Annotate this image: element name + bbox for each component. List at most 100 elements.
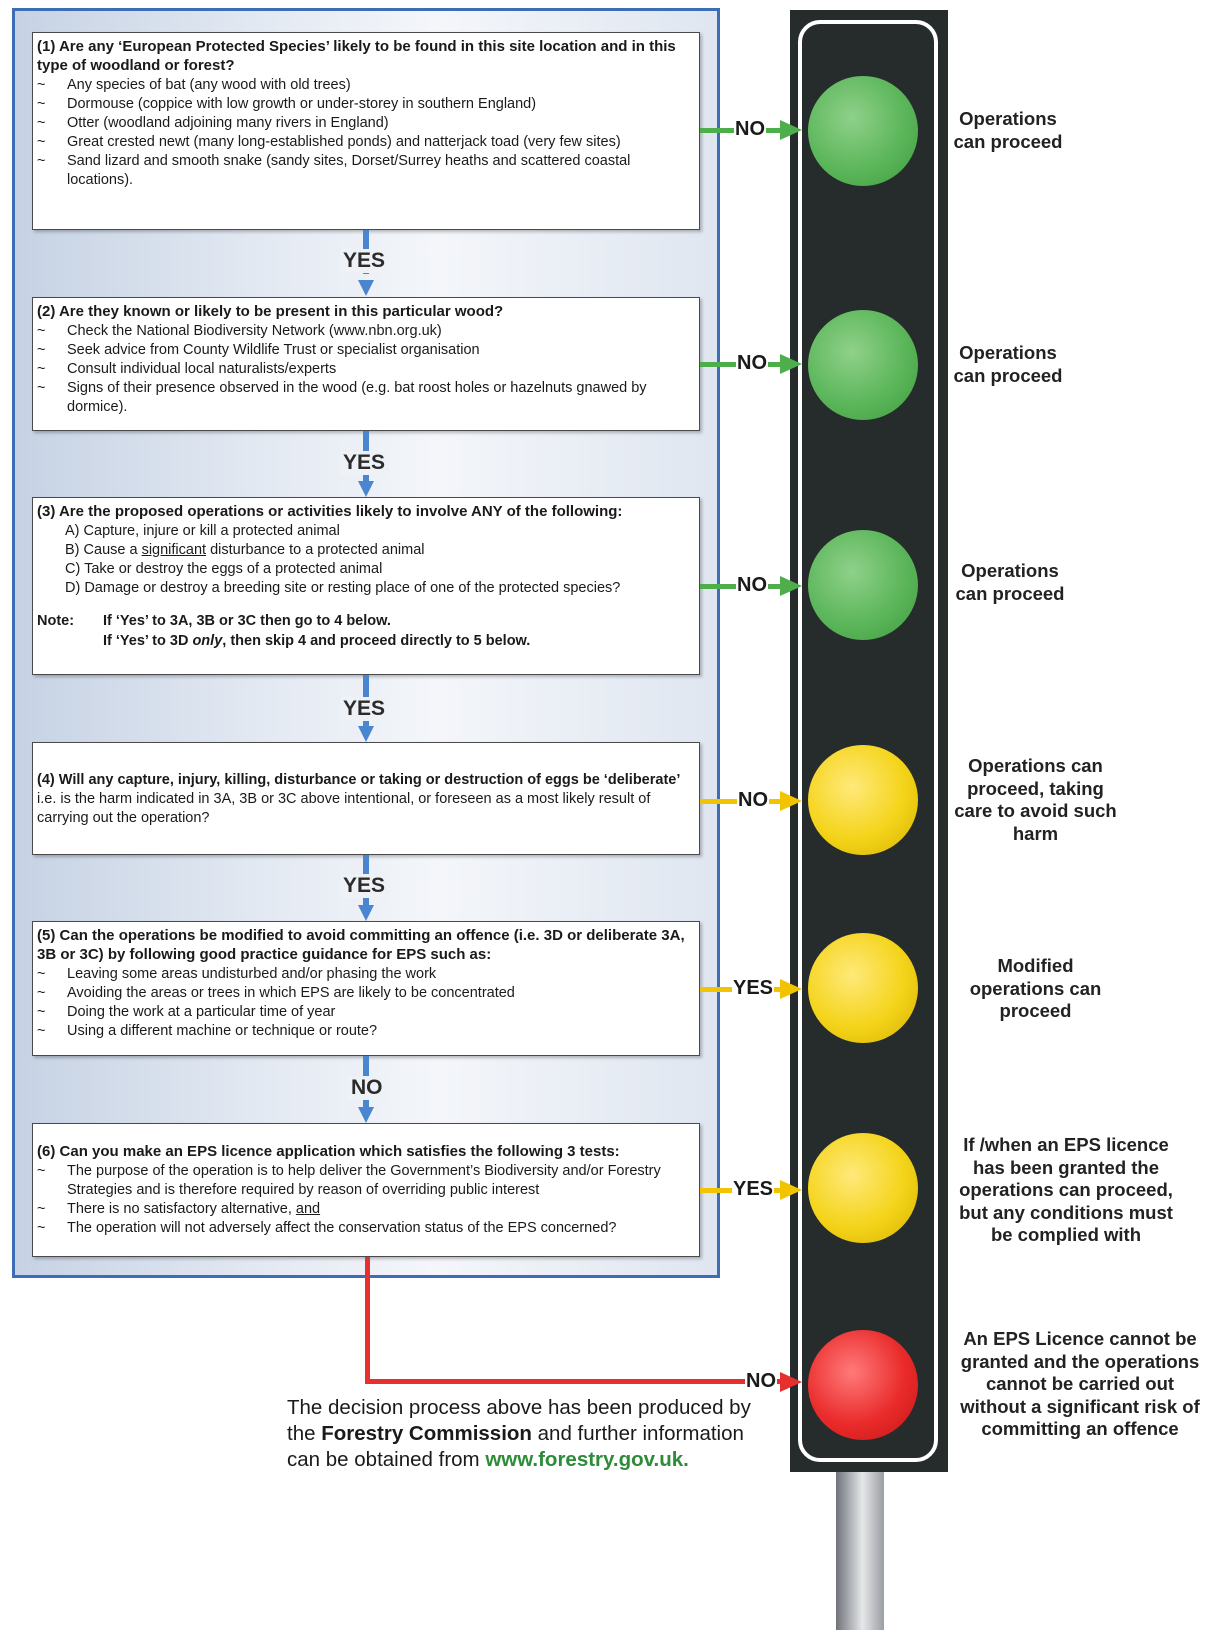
list-item: A) Capture, injure or kill a protected a… bbox=[65, 523, 340, 539]
question-5-title: (5) Can the operations be modified to av… bbox=[37, 926, 693, 964]
arrow-down-icon bbox=[358, 726, 374, 742]
question-3-note: Note: If ‘Yes’ to 3A, 3B or 3C then go t… bbox=[37, 612, 693, 652]
question-6-box: (6) Can you make an EPS licence applicat… bbox=[32, 1123, 700, 1257]
outcome-7: An EPS Licence cannot be granted and the… bbox=[960, 1328, 1200, 1439]
outcome-2: Operations can proceed bbox=[953, 342, 1063, 386]
note-text: , then skip 4 and proceed directly to 5 … bbox=[222, 633, 531, 649]
no-label: NO bbox=[736, 574, 768, 597]
item-text: disturbance to a protected animal bbox=[210, 542, 425, 558]
question-5-text: Can the operations be modified to avoid … bbox=[37, 927, 685, 963]
question-5-box: (5) Can the operations be modified to av… bbox=[32, 921, 700, 1056]
item-text: B) Cause a bbox=[65, 542, 138, 558]
connector-q6-red-across bbox=[365, 1379, 780, 1384]
list-item: ~Leaving some areas undisturbed and/or p… bbox=[37, 965, 693, 984]
amber-light-2 bbox=[808, 933, 918, 1043]
tilde-bullet: ~ bbox=[37, 77, 46, 93]
arrow-right-icon bbox=[780, 120, 802, 140]
arrow-down-icon bbox=[358, 1107, 374, 1123]
red-light bbox=[808, 1330, 918, 1440]
list-item: ~Using a different machine or technique … bbox=[37, 1022, 693, 1041]
tilde-bullet: ~ bbox=[37, 1220, 46, 1236]
question-1-number: (1) bbox=[37, 38, 56, 55]
question-1-text: Are any ‘European Protected Species’ lik… bbox=[37, 38, 676, 74]
list-item: ~ The purpose of the operation is to help… bbox=[37, 1162, 693, 1200]
yes-label: YES bbox=[732, 1178, 775, 1201]
outcome-5: Modified operations can proceed bbox=[969, 955, 1102, 1021]
list-item: ~Any species of bat (any wood with old t… bbox=[37, 76, 693, 95]
tilde-bullet: ~ bbox=[37, 115, 46, 131]
question-4-bold-text: Will any capture, injury, killing, distu… bbox=[58, 772, 681, 788]
arrow-right-icon bbox=[780, 354, 802, 374]
list-item: ~Consult individual local naturalists/ex… bbox=[37, 360, 693, 379]
item-text: Signs of their presence observed in the … bbox=[67, 380, 647, 415]
list-item: ~ Dormouse (coppice with low growth or un… bbox=[37, 95, 693, 114]
item-text: Sand lizard and smooth snake (sandy site… bbox=[67, 153, 631, 188]
yes-label: YES bbox=[732, 977, 775, 1000]
question-3-text: Are the proposed operations or activitie… bbox=[58, 503, 623, 520]
yes-label: YES bbox=[340, 697, 389, 721]
no-label: NO bbox=[737, 789, 769, 812]
tilde-bullet: ~ bbox=[37, 96, 46, 112]
item-text: Dormouse (coppice with low growth or und… bbox=[67, 96, 537, 112]
item-text: Avoiding the areas or trees in which EPS… bbox=[67, 985, 515, 1001]
no-label: NO bbox=[736, 352, 768, 375]
tilde-bullet: ~ bbox=[37, 134, 46, 150]
question-6-title: (6) Can you make an EPS licence applicat… bbox=[37, 1142, 693, 1161]
list-item: B) Cause a significant disturbance to a … bbox=[37, 541, 693, 560]
outcome-4: Operations can proceed, taking care to a… bbox=[954, 755, 1117, 844]
list-item: ~ Avoiding the areas or trees in which EP… bbox=[37, 984, 693, 1003]
item-emphasis: significant bbox=[141, 542, 207, 558]
yes-label: YES bbox=[340, 874, 389, 898]
question-2-box: (2) Are they known or likely to be prese… bbox=[32, 297, 700, 431]
footer-text: and further information can be bbox=[287, 1422, 744, 1471]
footer-org: Forestry Commission bbox=[321, 1422, 532, 1445]
list-item: ~Check the National Biodiversity Network… bbox=[37, 322, 693, 341]
footer-text: obtained from bbox=[354, 1448, 480, 1471]
arrow-down-icon bbox=[358, 280, 374, 296]
note-label: Note: bbox=[37, 613, 75, 629]
item-text: Using a different machine or technique o… bbox=[67, 1023, 378, 1039]
list-item: C) Take or destroy the eggs of a protect… bbox=[65, 561, 383, 577]
list-item: ~ Seek advice from County Wildlife Trust … bbox=[37, 341, 693, 360]
green-light-1 bbox=[808, 76, 918, 186]
question-4-text: (4) Will any capture, injury, killing, d… bbox=[37, 771, 693, 828]
arrow-down-icon bbox=[358, 905, 374, 921]
item-text: There is no satisfactory alternative, bbox=[67, 1201, 292, 1217]
tilde-bullet: ~ bbox=[37, 1004, 46, 1020]
arrow-right-icon bbox=[780, 576, 802, 596]
arrow-right-icon bbox=[780, 1372, 802, 1392]
item-emphasis: and bbox=[295, 1201, 321, 1217]
connector-q6-red-down bbox=[365, 1257, 370, 1382]
arrow-down-icon bbox=[358, 481, 374, 497]
green-light-3 bbox=[808, 530, 918, 640]
list-item: ~Otter (woodland adjoining many rivers i… bbox=[37, 114, 693, 133]
item-text: Consult individual local naturalists/exp… bbox=[67, 361, 337, 377]
item-text: The purpose of the operation is to help … bbox=[67, 1163, 661, 1198]
tilde-bullet: ~ bbox=[37, 1201, 46, 1217]
item-text: Seek advice from County Wildlife Trust o… bbox=[67, 342, 480, 358]
footer-note: The decision process above has been prod… bbox=[287, 1395, 757, 1473]
note-text: If ‘Yes’ to 3D bbox=[103, 633, 189, 649]
list-item: ~The operation will not adversely affect… bbox=[37, 1219, 693, 1238]
question-2-text: Are they known or likely to be present i… bbox=[58, 303, 504, 320]
tilde-bullet: ~ bbox=[37, 1163, 46, 1179]
tilde-bullet: ~ bbox=[37, 342, 46, 358]
traffic-light-frame bbox=[798, 20, 938, 1462]
arrow-right-icon bbox=[780, 1180, 802, 1200]
question-3-number: (3) bbox=[37, 503, 56, 520]
question-4-number: (4) bbox=[37, 772, 55, 788]
amber-light-3 bbox=[808, 1133, 918, 1243]
outcome-6: If /when an EPS licence has been granted… bbox=[959, 1134, 1173, 1245]
yes-label: YES bbox=[340, 249, 389, 273]
arrow-right-icon bbox=[780, 791, 802, 811]
footer-text: The decision process above has been prod… bbox=[287, 1396, 751, 1445]
item-text: Check the National Biodiversity Network … bbox=[67, 323, 442, 339]
list-item: ~ Signs of their presence observed in the… bbox=[37, 379, 693, 417]
note-lines: If ‘Yes’ to 3A, 3B or 3C then go to 4 be… bbox=[103, 612, 530, 652]
forestry-link[interactable]: www.forestry.gov.uk. bbox=[485, 1448, 689, 1471]
list-item: ~Great crested newt (many long-establish… bbox=[37, 133, 693, 152]
tilde-bullet: ~ bbox=[37, 380, 46, 396]
list-item: ~Sand lizard and smooth snake (sandy sit… bbox=[37, 152, 693, 190]
question-4-box: (4) Will any capture, injury, killing, d… bbox=[32, 742, 700, 855]
tilde-bullet: ~ bbox=[37, 985, 46, 1001]
